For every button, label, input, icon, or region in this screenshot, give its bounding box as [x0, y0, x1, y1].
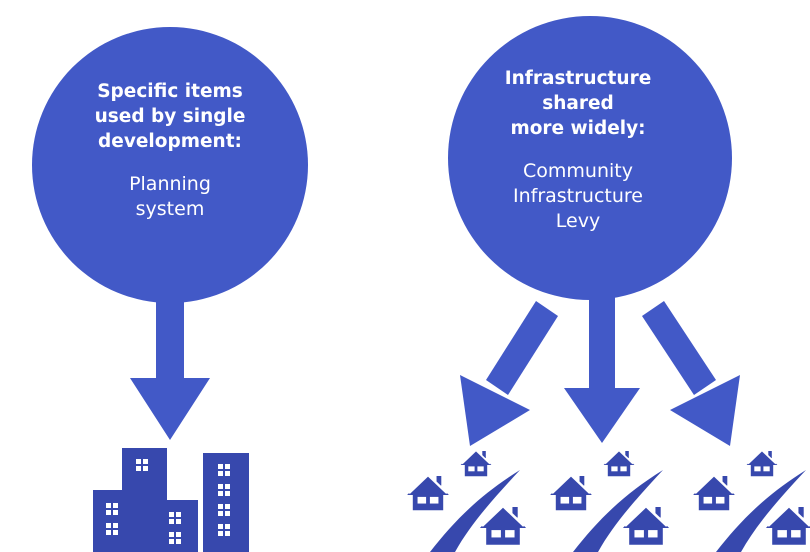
right-sub-line: Community — [523, 160, 633, 182]
right-heading-line: more widely: — [510, 118, 646, 139]
right-heading: Infrastructure shared more widely: — [478, 66, 678, 141]
left-heading-line: development: — [98, 131, 242, 152]
right-diagonal-arrow — [642, 301, 740, 446]
housing-estate-icon — [691, 448, 810, 552]
right-subtext: Community Infrastructure Levy — [478, 159, 678, 234]
left-heading-line: Specific items — [97, 81, 243, 102]
office-buildings-icon — [93, 448, 249, 552]
right-sub-line: Infrastructure — [512, 185, 643, 207]
right-heading-line: Infrastructure — [504, 68, 652, 89]
right-circle — [448, 16, 732, 300]
left-circle-text: Specific items used by single developmen… — [70, 79, 270, 222]
housing-estate-icon — [405, 448, 528, 552]
left-sub-line: Planning — [129, 173, 211, 195]
housing-estate-icon — [548, 448, 671, 552]
right-sub-line: Levy — [555, 210, 601, 232]
left-sub-line: system — [135, 198, 205, 220]
center-down-arrow — [564, 296, 640, 443]
left-heading: Specific items used by single developmen… — [70, 79, 270, 154]
left-diagonal-arrow — [460, 301, 558, 446]
left-subtext: Planning system — [70, 172, 270, 222]
right-heading-line: shared — [542, 93, 614, 114]
left-circle — [32, 27, 308, 303]
right-circle-text: Infrastructure shared more widely: Commu… — [478, 66, 678, 234]
left-down-arrow — [130, 300, 210, 440]
left-heading-line: used by single — [94, 106, 246, 127]
